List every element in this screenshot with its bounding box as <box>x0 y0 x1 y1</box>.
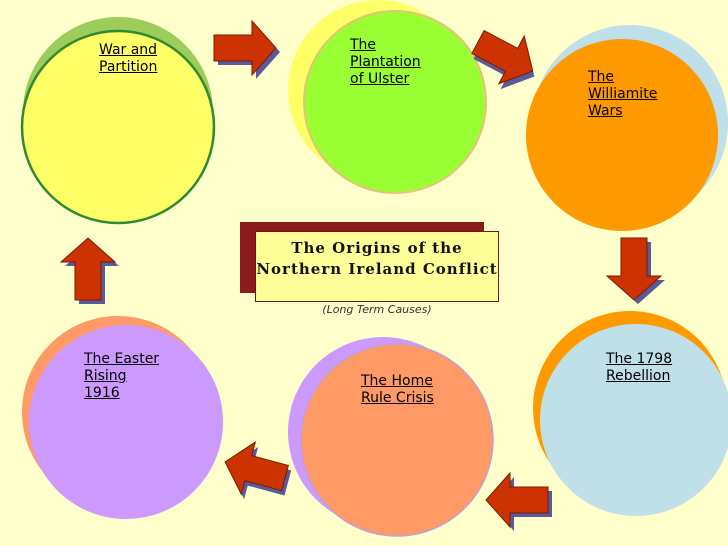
node-plantation-of-ulster <box>288 0 487 194</box>
node-1798-rebellion <box>533 311 728 516</box>
label-home-rule-crisis: The Home Rule Crisis <box>361 373 434 406</box>
label-williamite-wars: The Williamite Wars <box>588 69 658 119</box>
title-box <box>255 231 499 302</box>
arrow-right-1 <box>213 20 280 79</box>
arrow-up <box>60 237 119 304</box>
diagram-title: The Origins of the Northern Ireland Conf… <box>256 239 498 278</box>
arrow-left-2 <box>217 435 295 509</box>
node-easter-rising <box>22 316 223 519</box>
arrow-down <box>606 237 665 304</box>
label-plantation-of-ulster: The Plantation of Ulster <box>350 37 421 87</box>
node-home-rule-crisis <box>288 337 494 537</box>
node-williamite-wars <box>526 25 728 231</box>
arrow-left-1 <box>485 472 552 531</box>
node-war-and-partition <box>20 17 216 225</box>
diagram-subtitle: (Long Term Causes) <box>322 303 432 316</box>
label-war-and-partition: War and Partition <box>99 42 158 75</box>
label-easter-rising: The Easter Rising 1916 <box>84 351 160 401</box>
label-1798-rebellion: The 1798 Rebellion <box>606 351 673 384</box>
